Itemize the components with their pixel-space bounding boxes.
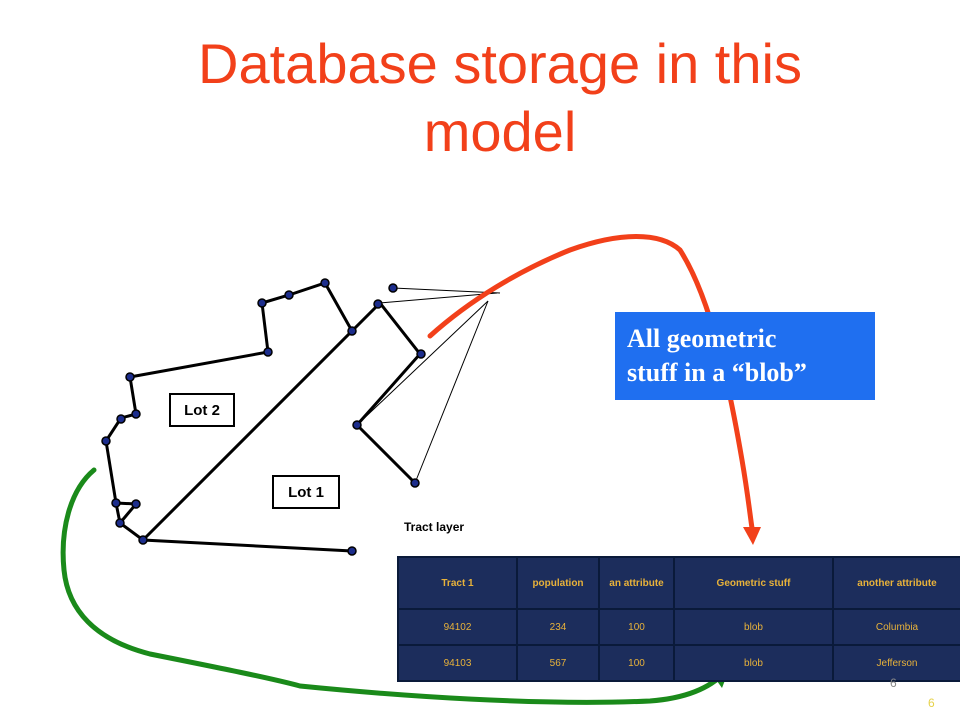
table-header-row: Tract 1 population an attribute Geometri… xyxy=(397,556,960,610)
vertex xyxy=(101,436,111,446)
table-cell: 100 xyxy=(598,608,675,646)
lot2-label: Lot 2 xyxy=(169,393,235,427)
vertex xyxy=(138,535,148,545)
connector-line xyxy=(356,300,489,426)
connector-lines xyxy=(356,287,501,484)
red-arrow xyxy=(427,234,755,531)
table-header-cell: Tract 1 xyxy=(397,556,518,610)
table-header-cell: an attribute xyxy=(598,556,675,610)
vertex xyxy=(263,347,273,357)
tract-table: Tract 1 population an attribute Geometri… xyxy=(397,556,960,682)
vertex xyxy=(320,278,330,288)
table-cell: 94103 xyxy=(397,644,518,682)
table-cell: 234 xyxy=(516,608,600,646)
connector-line xyxy=(392,287,501,294)
green-arrow xyxy=(60,467,728,705)
vertex xyxy=(111,498,121,508)
slide-title-line1: Database storage in this xyxy=(198,32,802,95)
table-cell: blob xyxy=(673,644,834,682)
page-number: 6 xyxy=(890,676,897,690)
table-cell: 100 xyxy=(598,644,675,682)
vertex xyxy=(347,326,357,336)
connector-line xyxy=(414,300,489,484)
table-row: 94102 234 100 blob Columbia xyxy=(397,608,960,646)
table-row: 94103 567 100 blob Jefferson xyxy=(397,644,960,682)
callout-line1: All geometric xyxy=(627,324,777,353)
vertex xyxy=(125,372,135,382)
table-cell: 94102 xyxy=(397,608,518,646)
vertex xyxy=(410,478,420,488)
vertex xyxy=(131,409,141,419)
vertices xyxy=(101,278,426,556)
table-cell: Jefferson xyxy=(832,644,960,682)
lot1-label: Lot 1 xyxy=(272,475,340,509)
table-header-cell: Geometric stuff xyxy=(673,556,834,610)
vertex xyxy=(115,518,125,528)
vertex xyxy=(116,414,126,424)
table-cell: 567 xyxy=(516,644,600,682)
slide-title: Database storage in this model xyxy=(150,30,850,166)
red-arrowhead xyxy=(743,527,761,545)
vertex xyxy=(131,499,141,509)
vertex xyxy=(388,283,398,293)
table-cell: Columbia xyxy=(832,608,960,646)
table-header-cell: population xyxy=(516,556,600,610)
callout-line2: stuff in a “blob” xyxy=(627,358,807,387)
vertex xyxy=(416,349,426,359)
slide-title-line2: model xyxy=(423,100,577,163)
page-number-shadow: 6 xyxy=(928,696,935,710)
vertex xyxy=(373,299,383,309)
vertex xyxy=(352,420,362,430)
table-header-cell: another attribute xyxy=(832,556,960,610)
vertex xyxy=(347,546,357,556)
vertex xyxy=(284,290,294,300)
blob-callout: All geometric stuff in a “blob” xyxy=(615,312,875,400)
tract-layer-label: Tract layer xyxy=(404,520,465,534)
vertex xyxy=(257,298,267,308)
table-cell: blob xyxy=(673,608,834,646)
connector-line xyxy=(379,292,498,304)
